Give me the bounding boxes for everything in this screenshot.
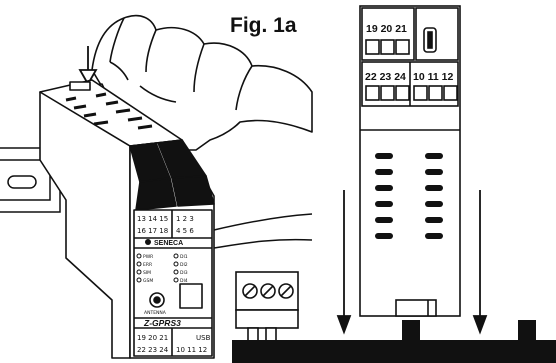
antenna-label: ANTENNA	[144, 310, 167, 316]
terminal-block	[235, 271, 299, 345]
module-front	[359, 5, 461, 317]
model-label: Z-GPRS3	[143, 318, 181, 328]
front-left-terminals: 22 23 24	[365, 71, 406, 83]
down-arrow-right	[472, 190, 488, 335]
down-arrow-left	[336, 190, 352, 335]
led-label-5: DI1	[180, 254, 188, 260]
bottom-terminal-row-2: 22 23 24	[137, 346, 169, 354]
figure-label: Fig. 1a	[230, 14, 297, 37]
led-indicators	[136, 253, 179, 283]
arm-outline	[213, 213, 313, 249]
terminal-row-2: 16 17 18	[137, 227, 168, 235]
vent-slots	[375, 153, 443, 239]
front-top-terminals: 19 20 21	[366, 23, 407, 35]
bottom-terminal-row-3: 10 11 12	[176, 346, 207, 354]
led-label-8: DI4	[180, 278, 188, 284]
terminal-row-4: 4 5 6	[176, 227, 194, 235]
din-rail-bottom	[232, 320, 556, 363]
led-label-1: PWR	[143, 254, 153, 260]
brand-logo-icon	[145, 239, 151, 245]
front-right-terminals: 10 11 12	[413, 71, 453, 83]
module-terminal-labels: 13 14 15 16 17 18 1 2 3 4 5 6	[137, 215, 194, 235]
press-arrow	[78, 46, 98, 86]
bottom-terminal-row-1: 19 20 21	[137, 334, 168, 342]
brand-label: SENECA	[154, 240, 183, 247]
led-label-3: SIM	[143, 270, 151, 276]
usb-label: USB	[196, 334, 211, 342]
led-label-4: GSM	[143, 278, 153, 284]
module-3d	[39, 79, 215, 359]
terminal-row-1: 13 14 15	[137, 215, 168, 223]
terminal-row-3: 1 2 3	[176, 215, 194, 223]
led-label-2: ERR	[143, 262, 152, 268]
led-label-6: DI2	[180, 262, 188, 268]
led-label-7: DI3	[180, 270, 188, 276]
